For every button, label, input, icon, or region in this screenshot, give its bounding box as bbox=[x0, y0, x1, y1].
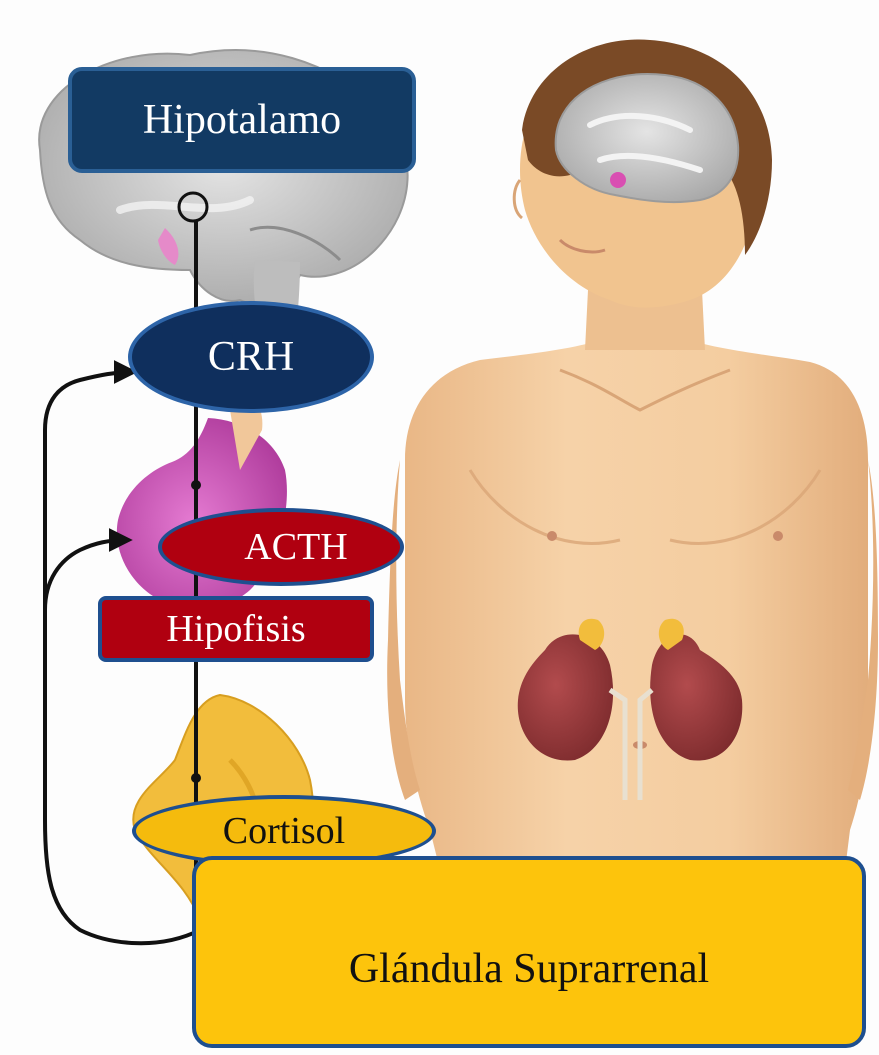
torso bbox=[405, 340, 868, 870]
human-figure-illustration bbox=[387, 40, 878, 870]
acth-label: ACTH bbox=[158, 508, 404, 586]
hipotalamo-label: Hipotalamo bbox=[68, 67, 416, 173]
glandula-suprarrenal-label: Glándula Suprarrenal bbox=[192, 856, 866, 1048]
brain-in-head bbox=[556, 74, 739, 202]
crh-label: CRH bbox=[128, 301, 374, 413]
hipofisis-label: Hipofisis bbox=[98, 596, 374, 662]
